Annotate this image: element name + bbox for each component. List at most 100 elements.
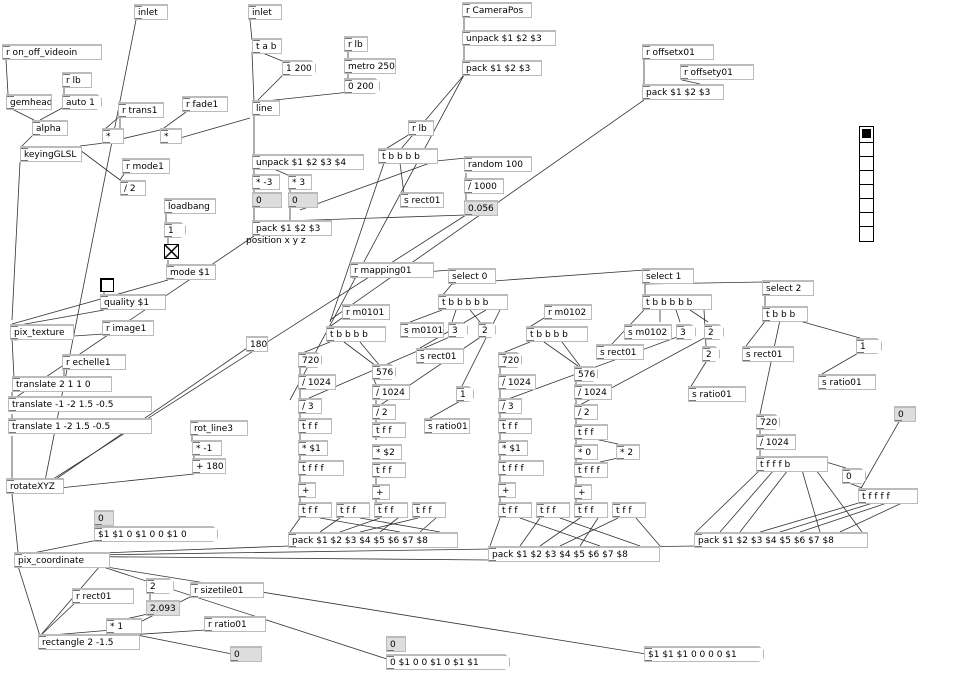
trigger-object[interactable]: t f f f xyxy=(298,460,344,476)
select-object[interactable]: select 2 xyxy=(762,280,814,296)
multiply-object[interactable]: * $1 xyxy=(498,440,528,456)
receive-rot-line3[interactable]: rot_line3 xyxy=(190,420,248,436)
trigger-object[interactable]: t b b b b xyxy=(378,148,438,164)
pack-object[interactable]: pack $1 $2 $3 xyxy=(462,60,542,76)
send-rect01[interactable]: s rect01 xyxy=(742,346,794,362)
vertical-radio[interactable] xyxy=(859,126,874,242)
multiply-object[interactable]: * $2 xyxy=(372,444,402,460)
trigger-object[interactable]: t b b b b b xyxy=(642,294,712,310)
add-object[interactable]: + xyxy=(574,484,592,500)
receive-echelle1[interactable]: r echelle1 xyxy=(62,354,126,370)
pack-object[interactable]: pack $1 $2 $3 $4 $5 $6 $7 $8 xyxy=(288,532,458,548)
translate-object[interactable]: translate 2 1 1 0 xyxy=(12,376,112,392)
trigger-object[interactable]: t f f f xyxy=(574,462,608,478)
select-object[interactable]: select 1 xyxy=(642,268,694,284)
send-rect01[interactable]: s rect01 xyxy=(400,192,444,208)
trigger-object[interactable]: t f f f b xyxy=(756,456,828,472)
message-1[interactable]: 1 xyxy=(856,338,882,354)
send-ratio01[interactable]: s ratio01 xyxy=(424,418,470,434)
message-0[interactable]: 0 xyxy=(842,468,866,484)
number-box[interactable]: 180 xyxy=(246,336,268,352)
receive-trans1[interactable]: r trans1 xyxy=(118,102,164,118)
send-ratio01[interactable]: s ratio01 xyxy=(688,386,746,402)
message-2[interactable]: 2 xyxy=(146,578,174,594)
receive-ratio01[interactable]: r ratio01 xyxy=(204,616,266,632)
divide-object[interactable]: / 1024 xyxy=(298,374,336,390)
divide-object[interactable]: / 1024 xyxy=(574,384,612,400)
divide-object[interactable]: / 2 xyxy=(574,404,598,420)
divide-object[interactable]: / 1024 xyxy=(498,374,536,390)
receive-m0101[interactable]: r m0101 xyxy=(342,304,390,320)
add-object[interactable]: + xyxy=(372,484,390,500)
trigger-object[interactable]: t f f xyxy=(298,502,332,518)
send-ratio01[interactable]: s ratio01 xyxy=(818,374,876,390)
trigger-object[interactable]: t f f xyxy=(574,424,608,440)
pack-object[interactable]: pack $1 $2 $3 $4 $5 $6 $7 $8 xyxy=(694,532,868,548)
radio-cell[interactable] xyxy=(860,227,873,241)
message-720[interactable]: 720 xyxy=(298,352,322,368)
message-1[interactable]: 1 xyxy=(164,222,186,238)
random-object[interactable]: random 100 xyxy=(464,156,532,172)
add-object[interactable]: + 180 xyxy=(192,458,226,474)
translate-object[interactable]: translate 1 -2 1.5 -0.5 xyxy=(8,418,152,434)
inlet-object[interactable]: inlet xyxy=(248,4,282,20)
metro-object[interactable]: metro 250 xyxy=(344,58,396,74)
rectangle-object[interactable]: rectangle 2 -1.5 xyxy=(38,634,140,650)
coordinate-message[interactable]: $1 $1 0 $1 0 0 $1 0 xyxy=(94,526,218,542)
trigger-object[interactable]: t f f xyxy=(298,418,332,434)
number-box[interactable]: 0 xyxy=(386,636,406,652)
multiply-object[interactable]: * 1 xyxy=(106,618,142,634)
radio-cell[interactable] xyxy=(860,213,873,227)
message-auto[interactable]: auto 1 xyxy=(62,94,102,110)
radio-cell[interactable] xyxy=(860,171,873,185)
receive-lb[interactable]: r lb xyxy=(408,120,434,136)
line-object[interactable]: line xyxy=(252,100,280,116)
divide-object[interactable]: / 3 xyxy=(498,398,522,414)
receive-mode1[interactable]: r mode1 xyxy=(122,158,170,174)
quality-message[interactable]: quality $1 xyxy=(100,294,166,310)
loadbang-object[interactable]: loadbang xyxy=(164,198,216,214)
multiply-object[interactable]: * 2 xyxy=(616,444,640,460)
translate-object[interactable]: translate -1 -2 1.5 -0.5 xyxy=(8,396,152,412)
multiply-object[interactable]: * -3 xyxy=(252,174,280,190)
number-box[interactable]: 0.056 xyxy=(464,200,498,216)
number-box[interactable]: 0 xyxy=(252,192,282,208)
trigger-object[interactable]: t f f xyxy=(372,462,406,478)
message-2[interactable]: 2 xyxy=(704,324,724,340)
send-rect01[interactable]: s rect01 xyxy=(596,344,644,360)
trigger-object[interactable]: t f f xyxy=(498,502,532,518)
trigger-object[interactable]: t f f xyxy=(612,502,646,518)
keyingglsl-object[interactable]: keyingGLSL xyxy=(20,146,82,162)
pix-texture-object[interactable]: pix_texture xyxy=(10,324,74,340)
radio-cell[interactable] xyxy=(860,157,873,171)
divide-object[interactable]: / 1024 xyxy=(756,434,796,450)
multiply-object[interactable]: * $1 xyxy=(298,440,328,456)
unpack-object[interactable]: unpack $1 $2 $3 xyxy=(462,30,556,46)
receive-image1[interactable]: r image1 xyxy=(102,320,154,336)
message-720[interactable]: 720 xyxy=(498,352,522,368)
message-0-200[interactable]: 0 200 xyxy=(344,78,380,94)
message-1[interactable]: 1 xyxy=(456,386,474,402)
inlet-object[interactable]: inlet xyxy=(134,4,168,20)
multiply-object[interactable]: * xyxy=(102,128,124,144)
receive-camerapos[interactable]: r CameraPos xyxy=(462,2,532,18)
receive-mapping01[interactable]: r mapping01 xyxy=(350,262,434,278)
pack-object[interactable]: pack $1 $2 $3 xyxy=(642,84,724,100)
receive-offsetx01[interactable]: r offsetx01 xyxy=(642,44,714,60)
receive-lb[interactable]: r lb xyxy=(62,72,92,88)
message-576[interactable]: 576 xyxy=(372,364,396,380)
radio-cell[interactable] xyxy=(860,199,873,213)
add-object[interactable]: + xyxy=(298,482,316,498)
receive-sizetile01[interactable]: r sizetile01 xyxy=(190,582,264,598)
coordinate-message[interactable]: 0 $1 0 0 $1 0 $1 $1 xyxy=(386,654,510,670)
trigger-object[interactable]: t b b b b xyxy=(326,326,386,342)
receive-rect01[interactable]: r rect01 xyxy=(72,588,134,604)
number-box[interactable]: 2.093 xyxy=(146,600,180,616)
multiply-object[interactable]: * 3 xyxy=(288,174,312,190)
trigger-object[interactable]: t f f xyxy=(536,502,570,518)
mode-object[interactable]: mode $1 xyxy=(166,264,216,280)
bang-icon[interactable] xyxy=(164,244,179,259)
divide-object[interactable]: / 1000 xyxy=(464,178,504,194)
pack-object[interactable]: pack $1 $2 $3 xyxy=(252,220,332,236)
message-720[interactable]: 720 xyxy=(756,414,780,430)
